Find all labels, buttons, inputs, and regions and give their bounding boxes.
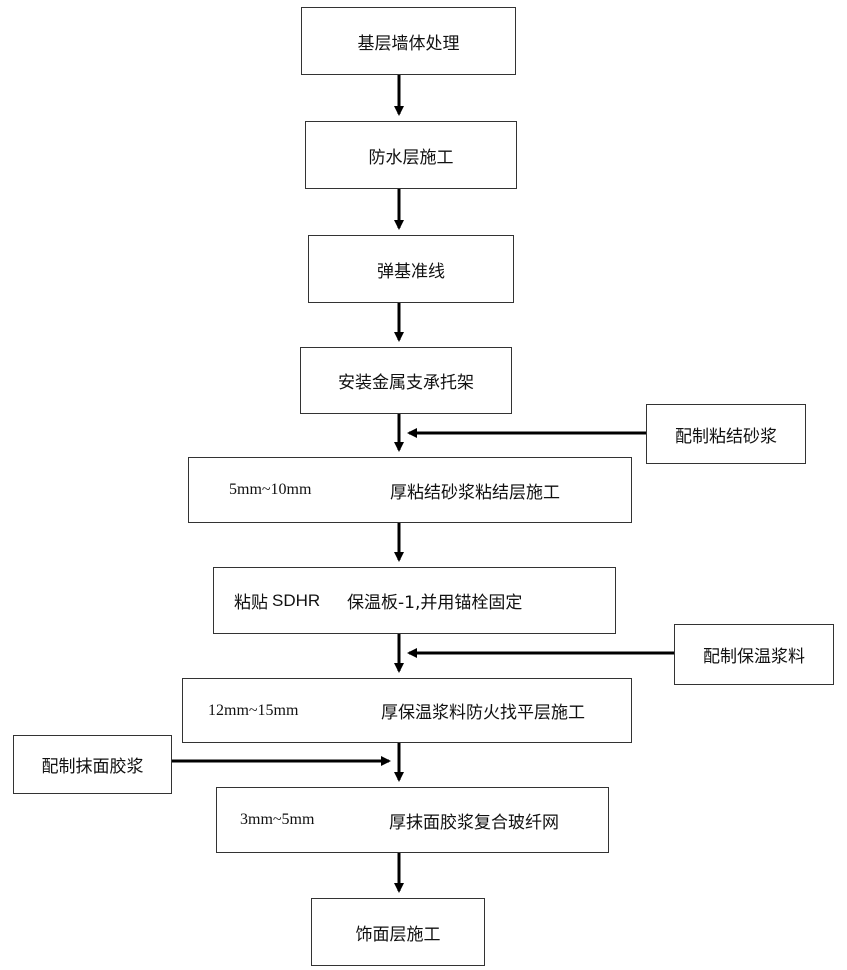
step-bonding-layer-label: 厚粘结砂浆粘结层施工	[390, 482, 560, 503]
step-reference-lines: 弹基准线	[308, 235, 514, 303]
side-prepare-bonding-mortar-label: 配制粘结砂浆	[675, 426, 777, 447]
step-attach-prefix: 粘贴	[234, 593, 268, 613]
step-reference-lines-label: 弹基准线	[377, 261, 445, 282]
step-finish-layer: 饰面层施工	[311, 898, 485, 966]
side-prepare-render-mortar-label: 配制抹面胶浆	[41, 757, 144, 777]
step-render-mesh-thickness: 3mm~5mm	[240, 811, 315, 828]
step-waterproof-layer-label: 防水层施工	[368, 147, 454, 168]
side-prepare-insulation-slurry: 配制保温浆料	[674, 624, 834, 685]
step-bonding-layer: 5mm~10mm 厚粘结砂浆粘结层施工	[188, 457, 632, 523]
side-prepare-bonding-mortar: 配制粘结砂浆	[646, 404, 806, 464]
step-fireproof-leveling-layer: 12mm~15mm 厚保温浆料防火找平层施工	[182, 678, 632, 743]
step-attach-product-code: SDHR	[272, 590, 321, 610]
side-prepare-render-mortar: 配制抹面胶浆	[13, 735, 172, 794]
step-install-bracket: 安装金属支承托架	[300, 347, 512, 414]
step-fireproof-thickness: 12mm~15mm	[208, 701, 299, 719]
step-base-wall-treatment-label: 基层墙体处理	[357, 33, 460, 54]
side-prepare-insulation-slurry-label: 配制保温浆料	[703, 647, 805, 667]
step-install-bracket-label: 安装金属支承托架	[338, 373, 474, 393]
step-base-wall-treatment: 基层墙体处理	[301, 7, 516, 75]
step-attach-insulation-board: 粘贴 SDHR 保温板-1,并用锚栓固定	[213, 567, 616, 634]
step-fireproof-label: 厚保温浆料防火找平层施工	[381, 703, 585, 723]
step-finish-layer-label: 饰面层施工	[355, 924, 441, 945]
step-render-mesh-label: 厚抹面胶浆复合玻纤网	[389, 812, 559, 833]
step-render-mesh-layer: 3mm~5mm 厚抹面胶浆复合玻纤网	[216, 787, 609, 853]
step-waterproof-layer: 防水层施工	[305, 121, 517, 189]
step-bonding-layer-thickness: 5mm~10mm	[229, 481, 312, 498]
step-attach-label: 保温板-1,并用锚栓固定	[347, 593, 523, 613]
